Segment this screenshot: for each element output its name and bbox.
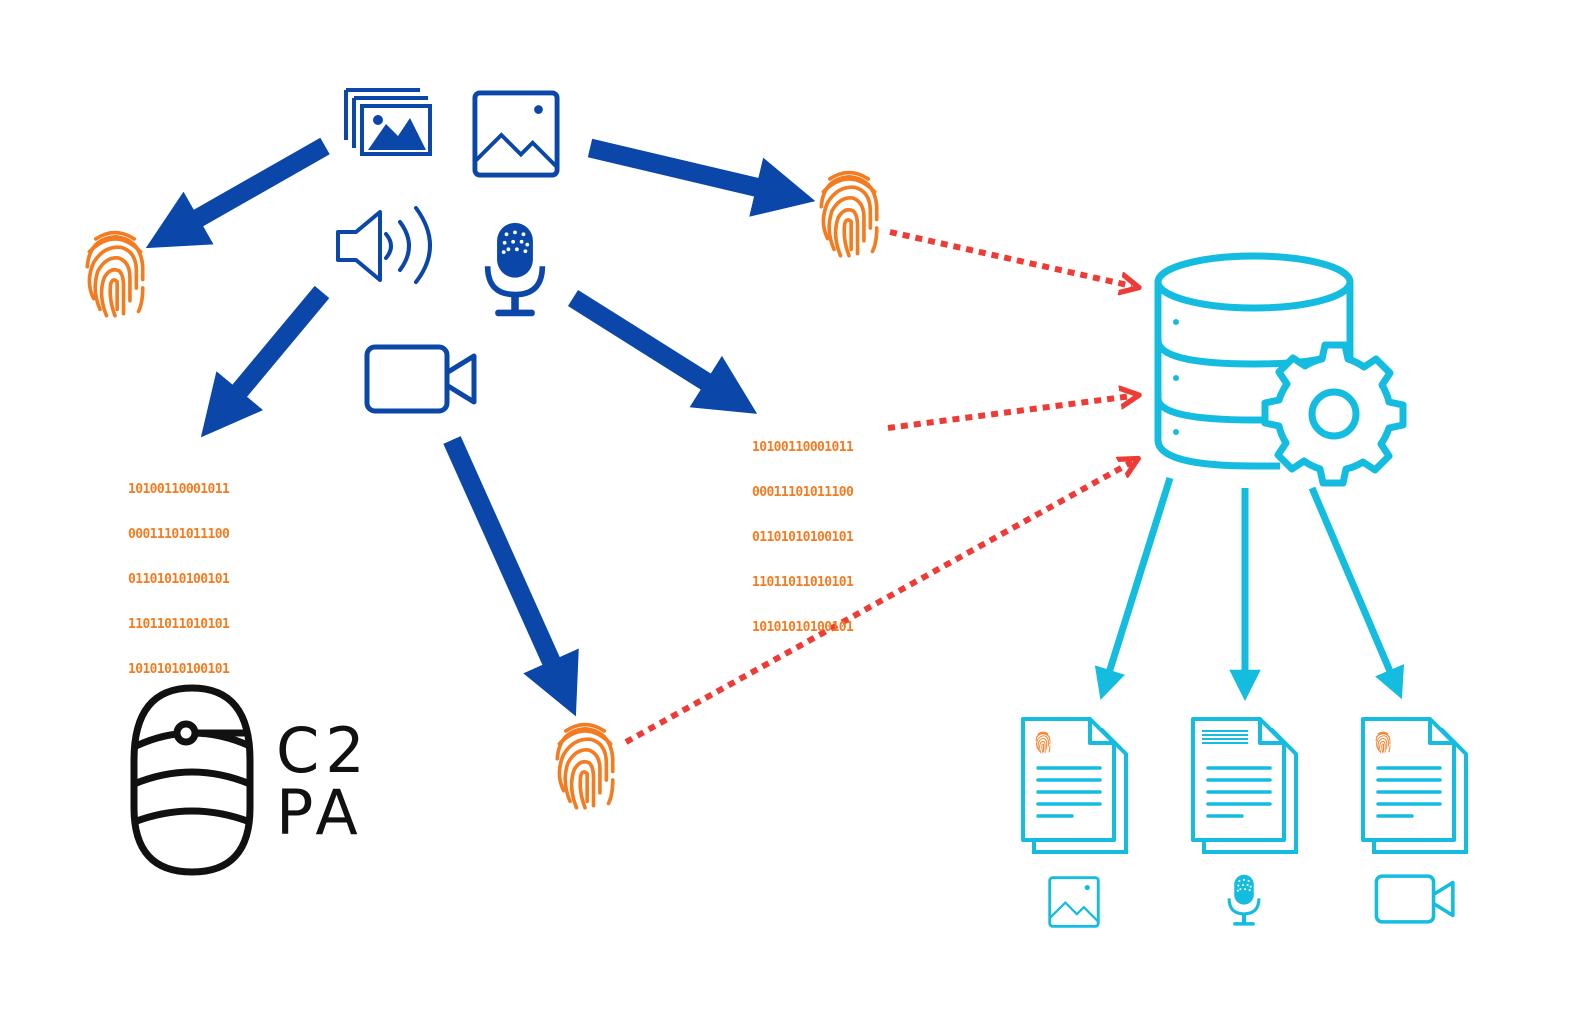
binary-line: 00011101011100 <box>752 485 854 500</box>
arrow-to-document-1 <box>1094 476 1174 701</box>
document-icon-2 <box>1191 717 1298 854</box>
arrow-to-document-3 <box>1308 486 1405 700</box>
video-camera-icon-output <box>1374 874 1455 924</box>
document-binary-mini <box>1202 730 1248 744</box>
dotted-arrow-binary-right <box>887 396 1132 431</box>
logo-line-1: C2 <box>276 714 371 787</box>
binary-line: 10100110001011 <box>128 482 230 497</box>
c2pa-logo-text: C2 PA <box>276 720 371 844</box>
binary-data-right: 10100110001011 00011101011100 0110101010… <box>752 410 854 650</box>
binary-line: 11011011010101 <box>128 617 230 632</box>
arrow-to-fingerprint-top <box>587 138 816 217</box>
binary-line: 00011101011100 <box>128 527 230 542</box>
microphone-icon <box>488 223 543 316</box>
binary-line: 01101010100101 <box>752 530 854 545</box>
arrow-to-binary-left <box>200 285 330 438</box>
video-camera-icon <box>367 347 474 411</box>
fingerprint-icon-top <box>819 170 879 258</box>
db-output-arrows <box>1094 476 1405 702</box>
dotted-arrow-fingerprint-bottom <box>624 462 1132 745</box>
image-icon <box>475 93 557 175</box>
microphone-icon-output <box>1227 873 1261 928</box>
fingerprint-icon-left <box>85 230 145 318</box>
c2pa-logo-mark <box>130 684 254 876</box>
fingerprint-icon-bottom <box>555 722 615 810</box>
image-icon-output <box>1048 876 1100 928</box>
arrow-to-fingerprint-bottom <box>443 436 579 717</box>
database-gear-icon <box>1154 252 1407 487</box>
arrow-to-fingerprint-left <box>145 137 330 249</box>
image-stack-icon <box>344 88 432 156</box>
binary-line: 01101010100101 <box>128 572 230 587</box>
logo-line-2: PA <box>276 776 364 849</box>
binary-line: 10101010100101 <box>128 662 230 677</box>
source-arrows <box>145 137 816 717</box>
binary-data-left: 10100110001011 00011101011100 0110101010… <box>128 452 230 692</box>
dotted-arrow-fingerprint-top <box>889 229 1132 286</box>
speaker-icon <box>336 206 432 284</box>
fingerprint-to-db-arrows <box>624 229 1132 745</box>
document-icon-3 <box>1361 717 1468 854</box>
binary-line: 11011011010101 <box>752 575 854 590</box>
binary-line: 10101010100101 <box>752 620 854 635</box>
arrow-to-binary-right <box>567 289 758 414</box>
document-icon-1 <box>1021 717 1128 854</box>
binary-line: 10100110001011 <box>752 440 854 455</box>
